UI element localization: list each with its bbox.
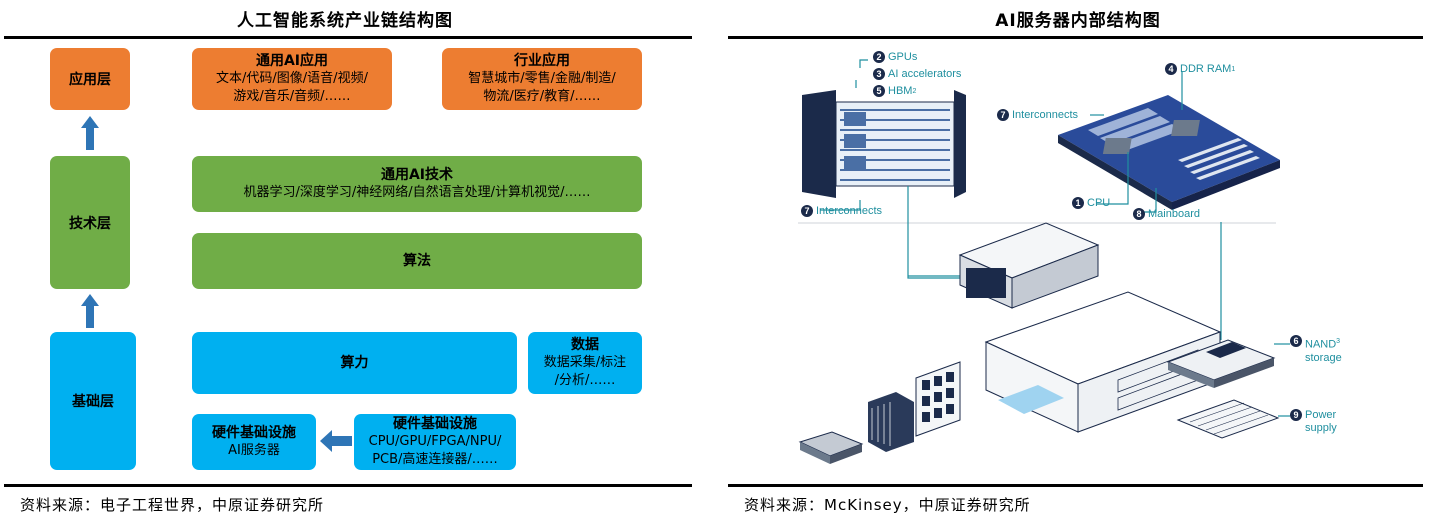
general-ai-tech-title: 通用AI技术 (380, 167, 454, 183)
mainboard-icon (1058, 95, 1280, 210)
callout-power-supply: 9 Power supply (1290, 409, 1337, 435)
psu-small-icon (798, 431, 864, 464)
left-arrow-icon (320, 430, 352, 452)
left-top-rule (4, 36, 692, 39)
left-source: 资料来源：电子工程世界，中原证券研究所 (20, 496, 325, 514)
hw-infra-chip-box: 硬件基础设施 CPU/GPU/FPGA/NPU/ PCB/高速连接器/…… (354, 414, 516, 470)
power-supply-icon (1176, 399, 1280, 439)
compute-box: 算力 (192, 332, 517, 394)
general-ai-app-title: 通用AI应用 (255, 53, 329, 69)
nand-storage-icon (1166, 339, 1276, 388)
algorithm-label: 算法 (403, 253, 431, 269)
base-layer-box: 基础层 (50, 332, 136, 470)
general-ai-tech-box: 通用AI技术 机器学习/深度学习/神经网络/自然语言处理/计算机视觉/…… (192, 156, 642, 212)
tech-layer-label: 技术层 (69, 215, 111, 232)
hw-infra-chip-title: 硬件基础设施 (393, 416, 477, 432)
hw-infra-server-title: 硬件基础设施 (212, 425, 296, 441)
fan-cage-icon (915, 361, 961, 437)
callout-nand-storage: 6 NAND3 storage (1290, 335, 1342, 365)
data-line1: 数据采集/标注 (543, 355, 627, 370)
up-arrow-icon (81, 294, 99, 328)
general-ai-app-line1: 文本/代码/图像/语音/视频/ (216, 71, 368, 86)
gpu-board-icon (802, 90, 966, 198)
right-top-rule (728, 36, 1423, 39)
algorithm-box: 算法 (192, 233, 642, 289)
left-bottom-rule (4, 484, 692, 487)
server-exploded-diagram (798, 59, 1290, 464)
app-layer-box: 应用层 (50, 48, 130, 110)
general-ai-app-box: 通用AI应用 文本/代码/图像/语音/视频/ 游戏/音乐/音频/…… (192, 48, 392, 110)
compute-label: 算力 (340, 355, 369, 371)
right-title: AI服务器内部结构图 (995, 11, 1161, 31)
gpu-tray-icon (958, 222, 1100, 309)
up-arrow-icon (81, 116, 99, 150)
tech-layer-box: 技术层 (50, 156, 130, 289)
right-source: 资料来源：McKinsey，中原证券研究所 (744, 496, 1031, 514)
heatsink-icon (868, 392, 914, 452)
left-title: 人工智能系统产业链结构图 (237, 11, 453, 31)
industry-app-line1: 智慧城市/零售/金融/制造/ (468, 71, 616, 86)
industry-app-box: 行业应用 智慧城市/零售/金融/制造/ 物流/医疗/教育/…… (442, 48, 642, 110)
data-line2: /分析/…… (554, 373, 616, 388)
data-title: 数据 (571, 337, 599, 353)
hw-infra-server-box: 硬件基础设施 AI服务器 (192, 414, 316, 470)
general-ai-tech-line1: 机器学习/深度学习/神经网络/自然语言处理/计算机视觉/…… (243, 185, 591, 200)
industry-app-line2: 物流/医疗/教育/…… (483, 89, 601, 104)
general-ai-app-line2: 游戏/音乐/音频/…… (233, 89, 351, 104)
app-layer-label: 应用层 (69, 72, 111, 88)
base-layer-label: 基础层 (72, 394, 114, 410)
hw-infra-chip-line1: CPU/GPU/FPGA/NPU/ (368, 434, 502, 449)
hw-infra-chip-line2: PCB/高速连接器/…… (372, 452, 498, 467)
industry-app-title: 行业应用 (514, 53, 570, 69)
hw-infra-server-line1: AI服务器 (228, 443, 280, 458)
data-box: 数据 数据采集/标注 /分析/…… (528, 332, 642, 394)
right-bottom-rule (728, 484, 1423, 487)
